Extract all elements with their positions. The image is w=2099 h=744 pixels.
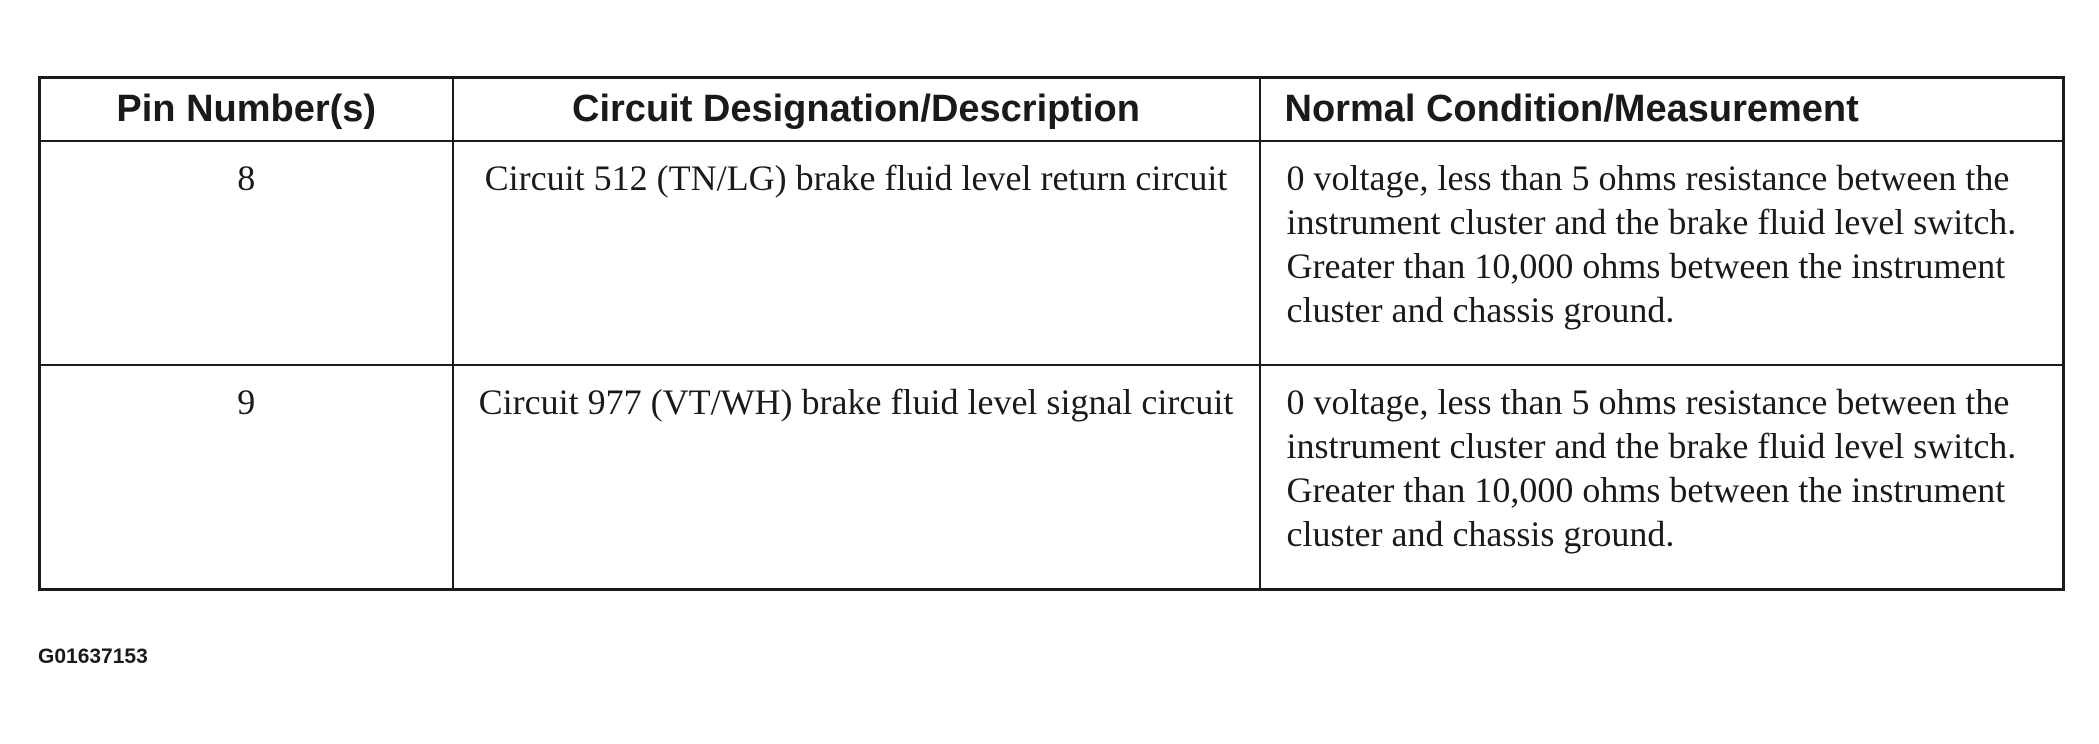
table-header-row: Pin Number(s) Circuit Designation/Descri… (38, 76, 2065, 142)
table-row: 9 Circuit 977 (VT/WH) brake fluid level … (38, 364, 2065, 590)
header-normal-condition: Normal Condition/Measurement (1258, 76, 2065, 142)
header-circuit-designation: Circuit Designation/Description (451, 76, 1261, 142)
pin-number-cell: 8 (38, 140, 454, 366)
header-pin-numbers: Pin Number(s) (38, 76, 454, 142)
circuit-description-cell: Circuit 512 (TN/LG) brake fluid level re… (451, 140, 1261, 366)
figure-id-label: G01637153 (38, 645, 148, 668)
measurement-cell: 0 voltage, less than 5 ohms resistance b… (1258, 140, 2065, 366)
pin-number-cell: 9 (38, 364, 454, 590)
measurement-cell: 0 voltage, less than 5 ohms resistance b… (1258, 364, 2065, 590)
circuit-description-cell: Circuit 977 (VT/WH) brake fluid level si… (451, 364, 1261, 590)
table-row: 8 Circuit 512 (TN/LG) brake fluid level … (38, 140, 2065, 366)
pin-measurement-table: Pin Number(s) Circuit Designation/Descri… (38, 76, 2065, 591)
